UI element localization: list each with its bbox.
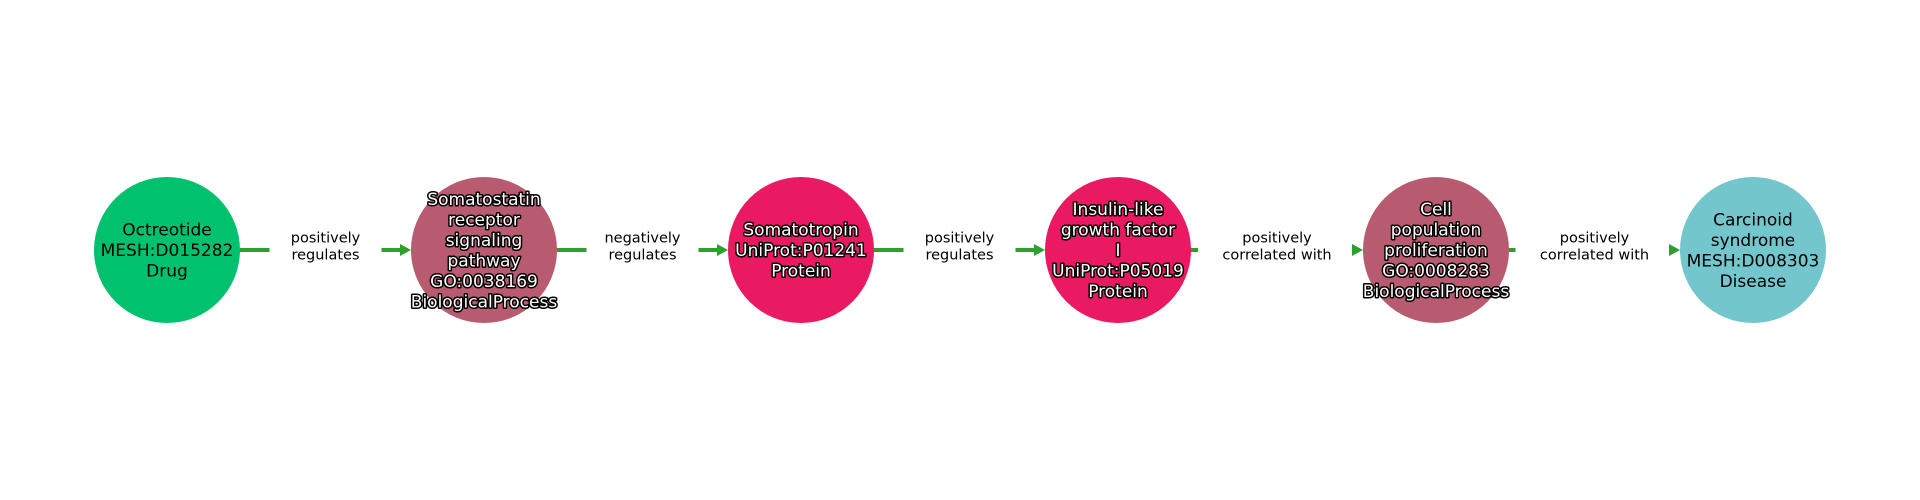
edge-label-line: regulates xyxy=(291,248,359,264)
node-label-line: Protein xyxy=(1088,282,1148,302)
node-label-line: MESH:D015282 xyxy=(101,241,234,261)
node-label-line: growth factor xyxy=(1061,221,1175,241)
node-label-line: pathway xyxy=(447,251,520,271)
arrowhead-icon xyxy=(717,244,728,256)
edge-label-line: positively xyxy=(1242,231,1312,247)
node-label-line: BiologicalProcess xyxy=(1363,282,1510,302)
node-label-line: UniProt:P01241 xyxy=(735,241,867,261)
node-label-line: I xyxy=(1115,241,1120,261)
node-label-line: receptor xyxy=(448,210,520,230)
node-circle[interactable] xyxy=(1045,177,1191,323)
arrowhead-icon xyxy=(1669,244,1680,256)
node-circle[interactable] xyxy=(94,177,240,323)
edge-label-line: positively xyxy=(1560,231,1630,247)
node-circle[interactable] xyxy=(1680,177,1826,323)
node-label-line: Cell xyxy=(1420,200,1452,220)
edge-label-line: correlated with xyxy=(1540,248,1649,264)
edge-label-line: regulates xyxy=(608,248,676,264)
node-label-line: signaling xyxy=(446,231,523,251)
node-label-line: Somatostatin xyxy=(427,190,540,210)
node-label-line: Carcinoid xyxy=(1713,210,1793,230)
node-circle[interactable] xyxy=(728,177,874,323)
node-label-line: MESH:D008303 xyxy=(1687,251,1820,271)
node-label-line: syndrome xyxy=(1711,231,1796,251)
edge-label-line: positively xyxy=(925,231,995,247)
edge-label-line: positively xyxy=(291,231,361,247)
edge-label-line: correlated with xyxy=(1222,248,1331,264)
node-label-line: Drug xyxy=(146,262,188,282)
arrowhead-icon xyxy=(1034,244,1045,256)
node-label-line: GO:0038169 xyxy=(430,272,538,292)
edge-label-line: negatively xyxy=(604,231,680,247)
node-label-line: Octreotide xyxy=(122,221,212,241)
node-circle[interactable] xyxy=(1363,177,1509,323)
edge-label-line: regulates xyxy=(925,248,993,264)
arrowhead-icon xyxy=(1352,244,1363,256)
node-label-line: Insulin-like xyxy=(1073,200,1164,220)
node-label-line: Somatotropin xyxy=(743,221,858,241)
node-label-line: Disease xyxy=(1720,272,1787,292)
arrowhead-icon xyxy=(400,244,411,256)
node-label-line: BiologicalProcess xyxy=(411,292,558,312)
node-label-line: GO:0008283 xyxy=(1382,262,1490,282)
node-label-line: population xyxy=(1391,221,1481,241)
node-label-line: proliferation xyxy=(1384,241,1488,261)
node-label-line: Protein xyxy=(771,262,831,282)
node-label-line: UniProt:P05019 xyxy=(1052,262,1184,282)
node-circle[interactable] xyxy=(411,177,557,323)
